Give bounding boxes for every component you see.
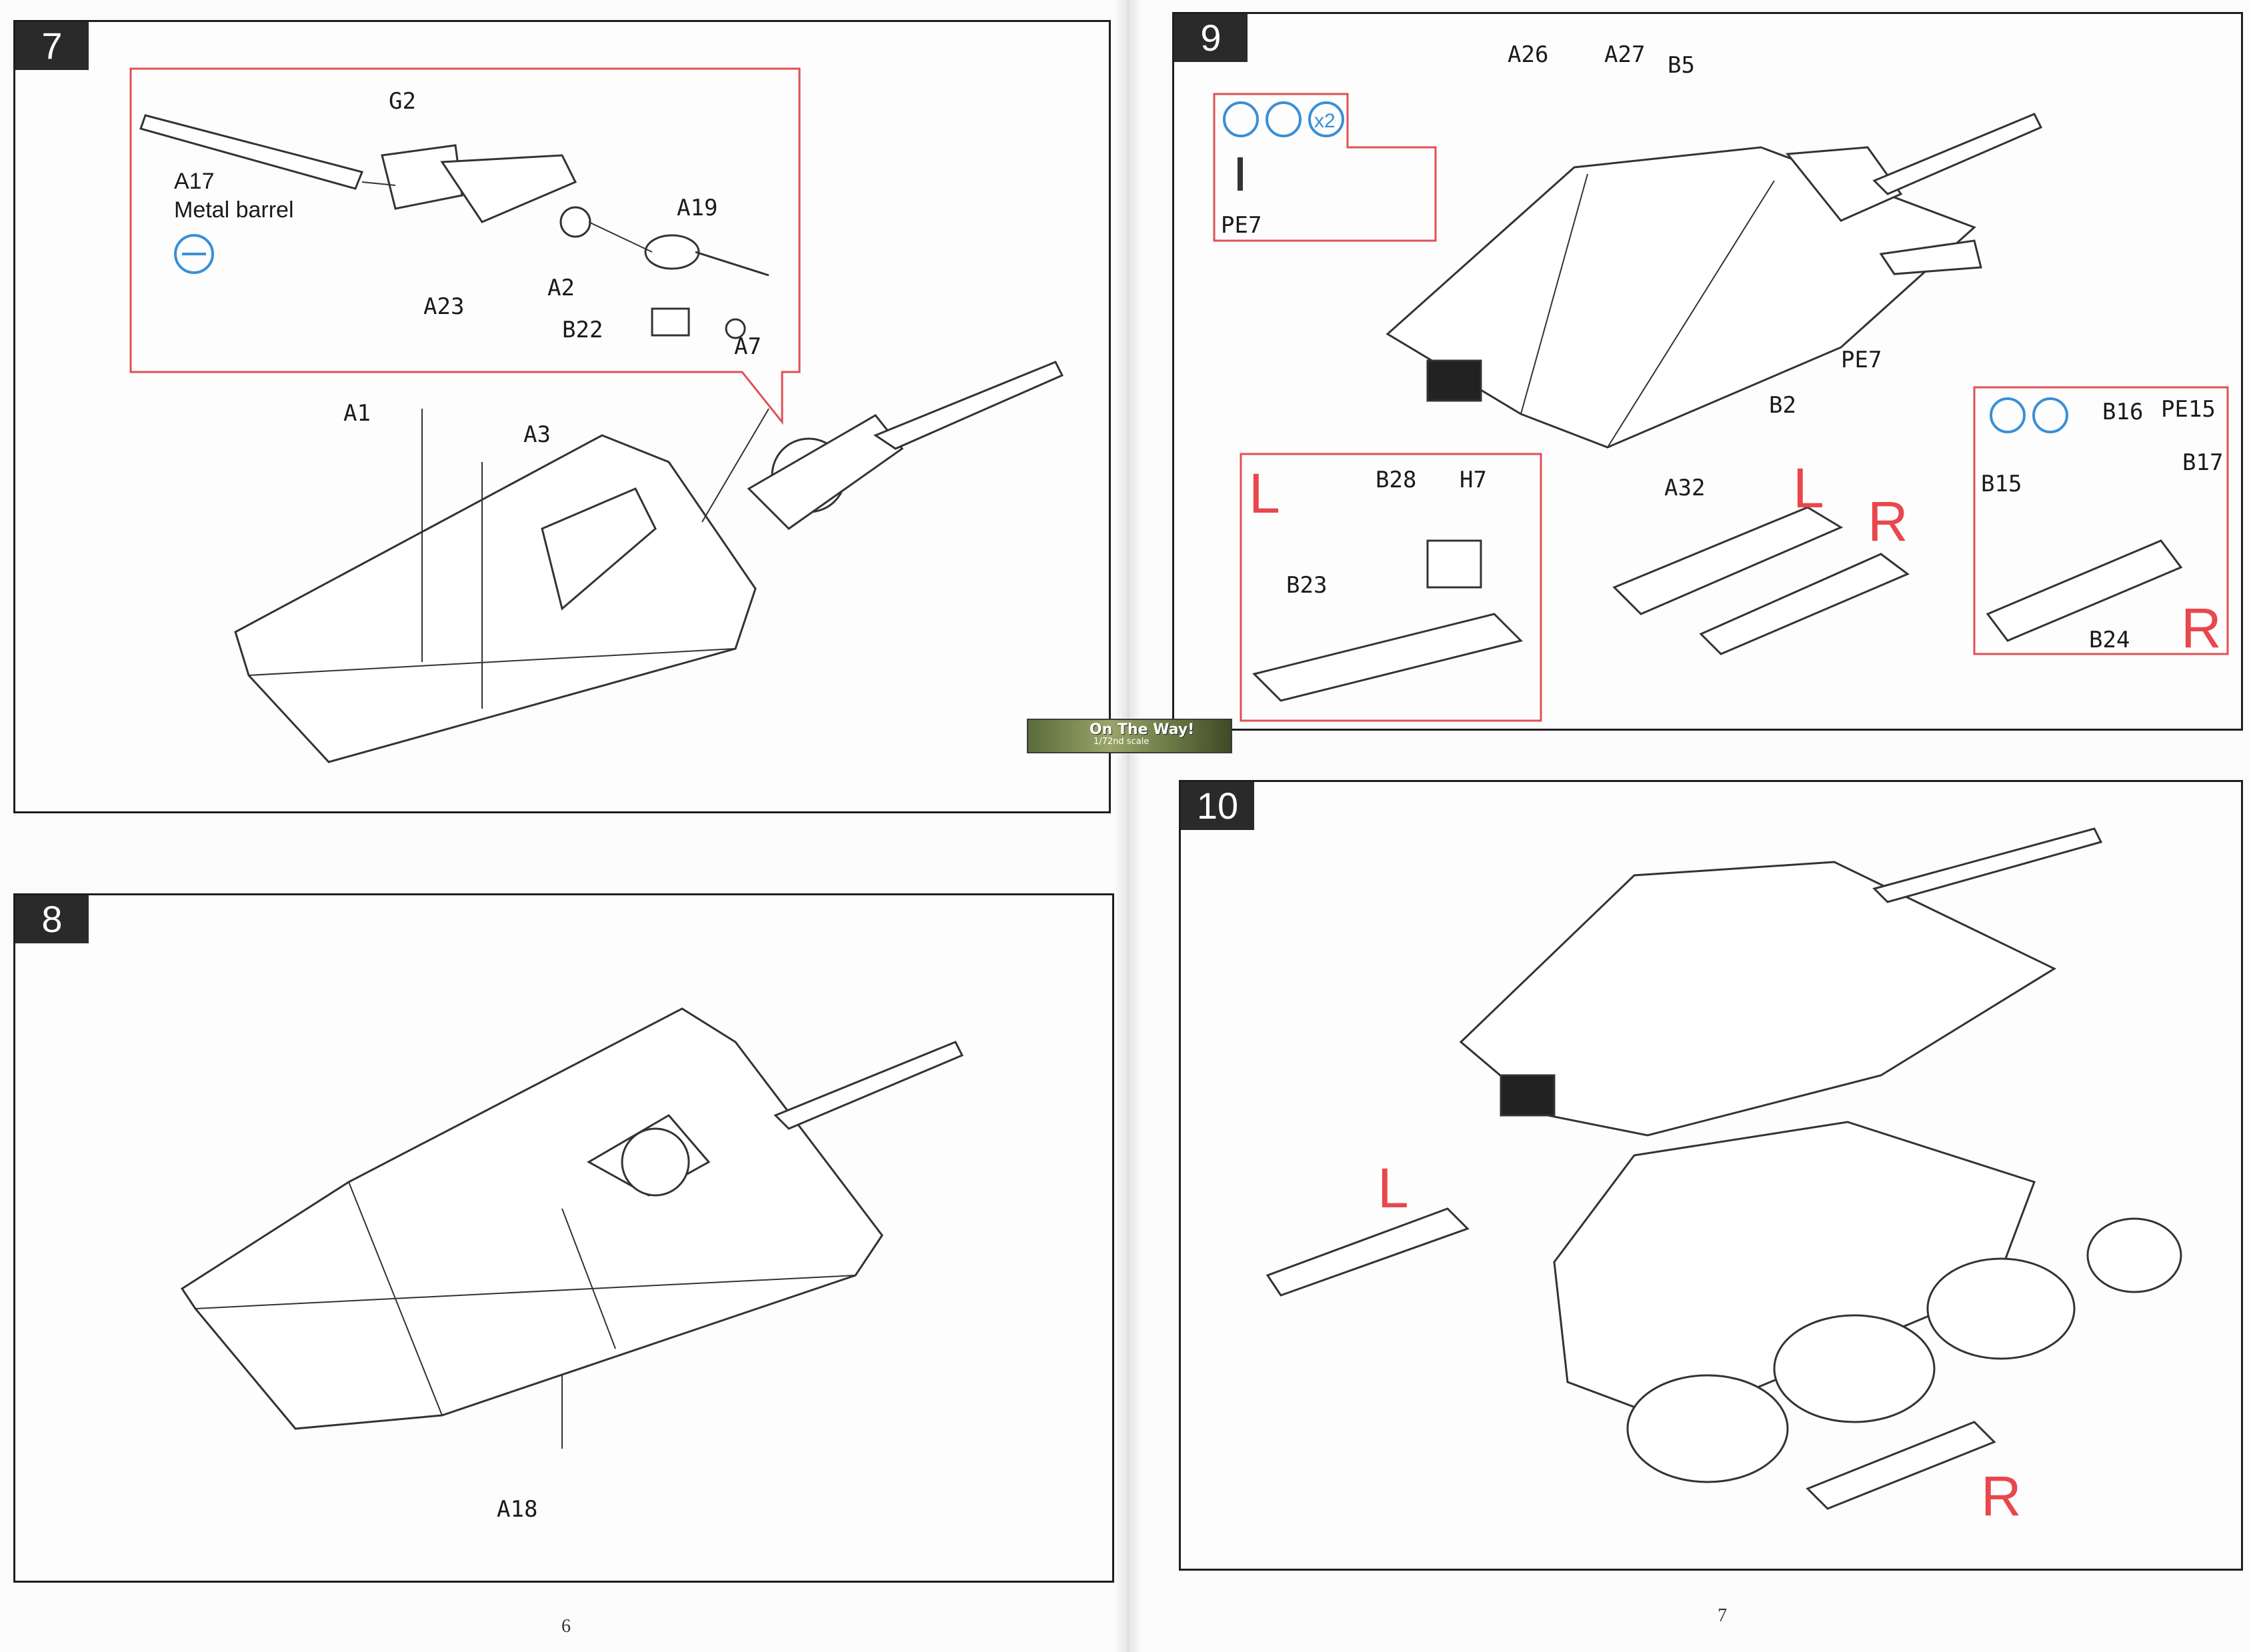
label-a17: A17 (174, 169, 215, 194)
brand-logo: On The Way! 1/72nd scale (1027, 719, 1232, 753)
label-metal-barrel: Metal barrel (174, 197, 294, 223)
rotate-icon (174, 234, 214, 274)
label-a3: A3 (523, 421, 551, 448)
step-10-badge: 10 (1181, 782, 1254, 830)
label-b22: B22 (562, 317, 603, 343)
info-icon (1223, 101, 1259, 137)
step-7-drawing: G2 A17 Metal barrel A23 A2 A19 B22 A7 A1… (129, 67, 1064, 763)
label-h7: H7 (1460, 467, 1487, 493)
label-b24: B24 (2089, 627, 2130, 653)
label-r-main: R (1868, 490, 1908, 553)
info-icon-r (1990, 397, 2026, 433)
svg-text:x2: x2 (1314, 110, 1336, 132)
label-a23: A23 (423, 293, 464, 320)
times-two-icon: x2 (1308, 101, 1344, 137)
label-a32: A32 (1664, 475, 1705, 501)
step-8-drawing: A18 (180, 1007, 964, 1523)
step-8-panel: 8 A18 (13, 893, 1114, 1583)
binding-gutter (1115, 0, 1142, 1652)
label-b15: B15 (1981, 471, 2022, 497)
label-l: L (1378, 1157, 1409, 1219)
label-l-main: L (1793, 457, 1824, 519)
label-b23: B23 (1286, 572, 1327, 599)
step-9-badge: 9 (1174, 14, 1248, 62)
label-a2: A2 (547, 275, 575, 301)
step-10-drawing: L R (1266, 827, 2182, 1527)
step-9-panel: 9 x2 PE7 (1172, 12, 2243, 731)
label-l-inset: L (1249, 462, 1280, 525)
label-pe7-inset: PE7 (1221, 212, 1262, 239)
label-a27: A27 (1604, 41, 1645, 68)
label-a19: A19 (677, 195, 717, 221)
step-7-panel: 7 (13, 20, 1111, 813)
label-b2: B2 (1769, 392, 1796, 419)
label-a7: A7 (734, 333, 761, 360)
label-g2: G2 (389, 88, 416, 115)
label-b28: B28 (1376, 467, 1416, 493)
label-pe15: PE15 (2161, 396, 2216, 423)
page-number-left: 6 (561, 1616, 571, 1637)
label-a1: A1 (343, 400, 371, 427)
page-number-right: 7 (1718, 1605, 1727, 1626)
label-r-inset: R (2181, 597, 2222, 659)
glue-icon-r (2032, 397, 2068, 433)
glue-icon (1266, 101, 1302, 137)
label-r: R (1981, 1465, 2022, 1527)
step-7-badge: 7 (15, 22, 89, 70)
label-b16: B16 (2102, 399, 2143, 425)
step-8-badge: 8 (15, 895, 89, 943)
label-pe7: PE7 (1841, 347, 1882, 373)
label-b17: B17 (2182, 449, 2223, 476)
label-a18: A18 (497, 1496, 537, 1523)
label-a26: A26 (1508, 41, 1548, 68)
step-10-panel: 10 L R (1179, 780, 2243, 1571)
step-9-drawing: x2 PE7 A26 (1213, 41, 2229, 722)
label-b5: B5 (1668, 52, 1695, 79)
